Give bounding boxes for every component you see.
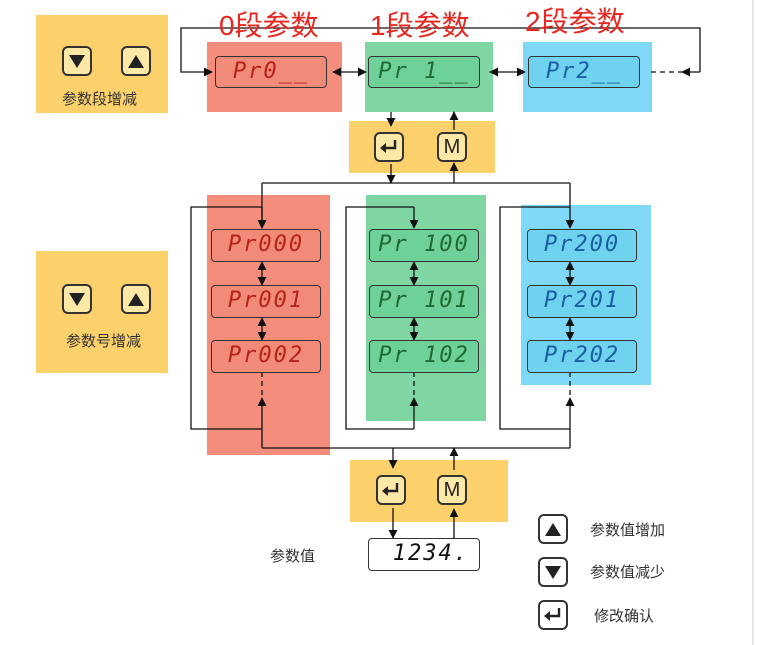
num-adjust-label: 参数号增减 <box>66 332 142 350</box>
seg-down-button[interactable] <box>62 46 92 76</box>
triangle-down-icon <box>545 565 561 579</box>
enter-icon <box>380 140 397 153</box>
triangle-up-icon <box>545 522 561 536</box>
param-display-000: Pr000 <box>211 229 321 262</box>
legend-down-label: 参数值减少 <box>590 563 666 581</box>
param-value-label: 参数值 <box>270 547 316 565</box>
num-down-button[interactable] <box>62 284 92 314</box>
top-control-panel <box>349 121 495 173</box>
param-display-200: Pr200 <box>527 229 637 262</box>
enter-icon <box>382 483 399 496</box>
legend-down-button <box>538 557 568 587</box>
triangle-up-icon <box>128 292 144 306</box>
enter-button-bottom[interactable] <box>376 475 406 505</box>
seg1-title: 1段参数 <box>370 10 470 41</box>
legend-enter-button <box>538 600 568 630</box>
param-display-102: Pr 102 <box>369 340 479 373</box>
param-display-001: Pr001 <box>211 285 321 318</box>
param-display-202: Pr202 <box>527 340 637 373</box>
segment-display-2: Pr2__ <box>528 56 640 88</box>
seg-up-button[interactable] <box>121 46 151 76</box>
mode-button-bottom[interactable]: M <box>437 475 467 505</box>
enter-button-top[interactable] <box>374 132 404 162</box>
triangle-up-icon <box>128 54 144 68</box>
legend-up-button <box>538 514 568 544</box>
param-display-100: Pr 100 <box>369 229 479 262</box>
segment-display-0: Pr0__ <box>215 56 327 88</box>
seg0-title: 0段参数 <box>219 10 319 41</box>
seg2-title: 2段参数 <box>525 6 625 37</box>
seg-adjust-label: 参数段增减 <box>62 90 138 108</box>
legend-up-label: 参数值增加 <box>590 521 666 539</box>
divider <box>752 0 754 645</box>
value-display: 1234. <box>368 538 480 571</box>
triangle-down-icon <box>69 54 85 68</box>
param-display-002: Pr002 <box>211 340 321 373</box>
param-display-101: Pr 101 <box>369 285 479 318</box>
triangle-down-icon <box>69 292 85 306</box>
num-up-button[interactable] <box>121 284 151 314</box>
segment-display-1: Pr 1__ <box>368 56 480 88</box>
legend-enter-label: 修改确认 <box>594 607 655 625</box>
enter-icon <box>544 608 561 621</box>
param-display-201: Pr201 <box>527 285 637 318</box>
mode-button-top[interactable]: M <box>437 132 467 162</box>
